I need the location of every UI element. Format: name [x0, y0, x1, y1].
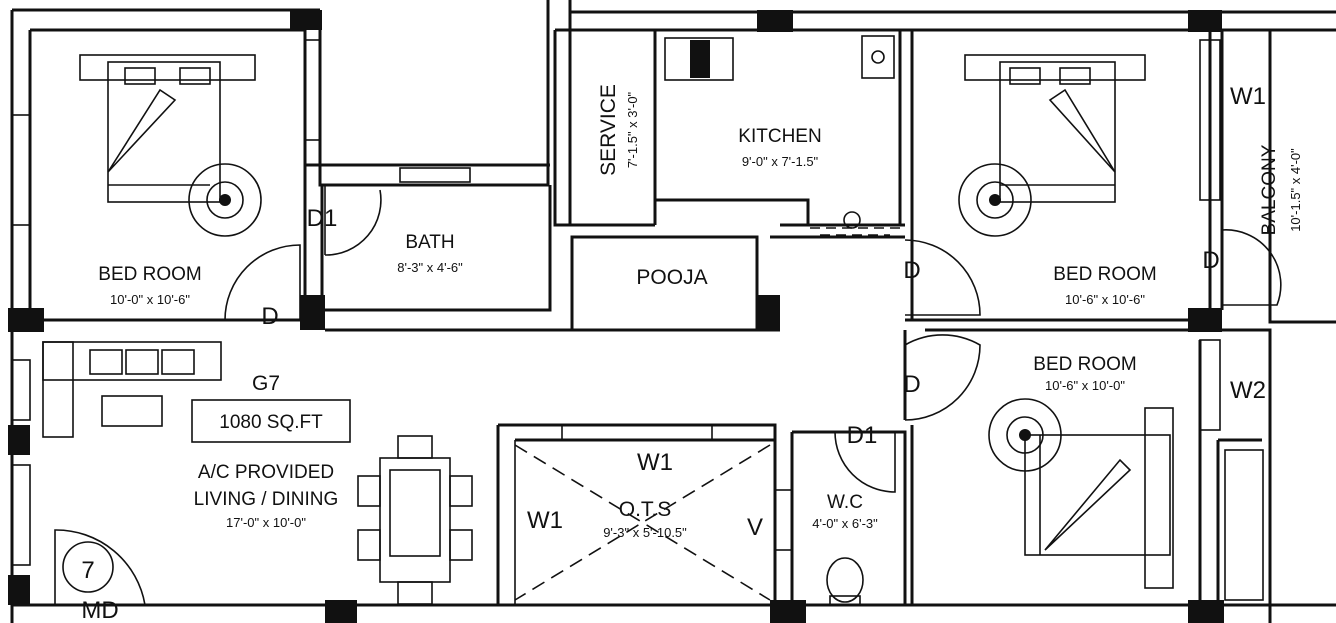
labels: BED ROOM 10'-0" x 10'-6" BATH 8'-3" x 4'…: [81, 83, 1303, 623]
area-box: [191, 399, 351, 443]
living-line1: A/C PROVIDED: [198, 462, 334, 483]
room-service-size: 7'-1.5" x 3'-0": [625, 91, 640, 168]
md-number: 7: [81, 557, 94, 584]
room-bed1-name: BED ROOM: [98, 264, 201, 285]
living-size: 17'-0" x 10'-0": [226, 515, 306, 530]
room-ots-name: O.T.S: [619, 498, 672, 521]
tag-w1-ots-top: W1: [637, 449, 673, 476]
tag-w2: W2: [1230, 377, 1266, 404]
room-wc-name: W.C: [827, 492, 863, 513]
tag-d-right-top: D: [903, 257, 920, 284]
room-service-name: SERVICE: [597, 84, 620, 176]
md-label: MD: [81, 597, 118, 623]
room-bed1-size: 10'-0" x 10'-6": [110, 292, 190, 307]
wc-fixture: [826, 557, 864, 606]
living-line2: LIVING / DINING: [194, 489, 339, 510]
living-furniture: [42, 341, 222, 438]
bed-left: [79, 54, 262, 237]
room-bath-name: BATH: [405, 232, 454, 253]
columns: [8, 10, 1224, 623]
kitchen-fixtures: [664, 35, 895, 229]
room-bed3-name: BED ROOM: [1033, 354, 1136, 375]
room-kitchen-size: 9'-0" x 7'-1.5": [742, 154, 819, 169]
tag-v-ots: V: [747, 514, 763, 541]
room-kitchen-name: KITCHEN: [738, 126, 821, 147]
room-bed2-size: 10'-6" x 10'-6": [1065, 292, 1145, 307]
tag-d1-wc: D1: [847, 422, 878, 449]
tag-w1-balcony: W1: [1230, 83, 1266, 110]
bed-right-bottom: [988, 398, 1174, 589]
room-bath-size: 8'-3" x 4'-6": [397, 260, 463, 275]
room-wc-size: 4'-0" x 6'-3": [812, 516, 878, 531]
room-pooja-name: POOJA: [636, 266, 707, 289]
bed-right-top: [958, 54, 1146, 237]
tag-d-balcony: D: [1202, 247, 1219, 274]
tag-d-right-mid: D: [903, 371, 920, 398]
room-ots-size: 9'-3" x 5'-10.5": [603, 525, 687, 540]
unit-name: G7: [252, 372, 280, 395]
tag-w1-ots-left: W1: [527, 507, 563, 534]
windows: [11, 39, 1264, 601]
room-bed2-name: BED ROOM: [1053, 264, 1156, 285]
tag-d-bed1: D: [261, 303, 278, 330]
md-circle: [62, 541, 114, 593]
room-balcony-size: 10'-1.5" x 4'-0": [1288, 148, 1303, 232]
door-swings: [54, 185, 1282, 606]
ots-cross: [514, 440, 771, 605]
dining-table: [357, 435, 473, 605]
tag-d1-bath: D1: [307, 205, 338, 232]
room-balcony-name: BALCONY: [1259, 144, 1280, 235]
unit-area: 1080 SQ.FT: [219, 412, 323, 433]
room-bed3-size: 10'-6" x 10'-0": [1045, 378, 1125, 393]
